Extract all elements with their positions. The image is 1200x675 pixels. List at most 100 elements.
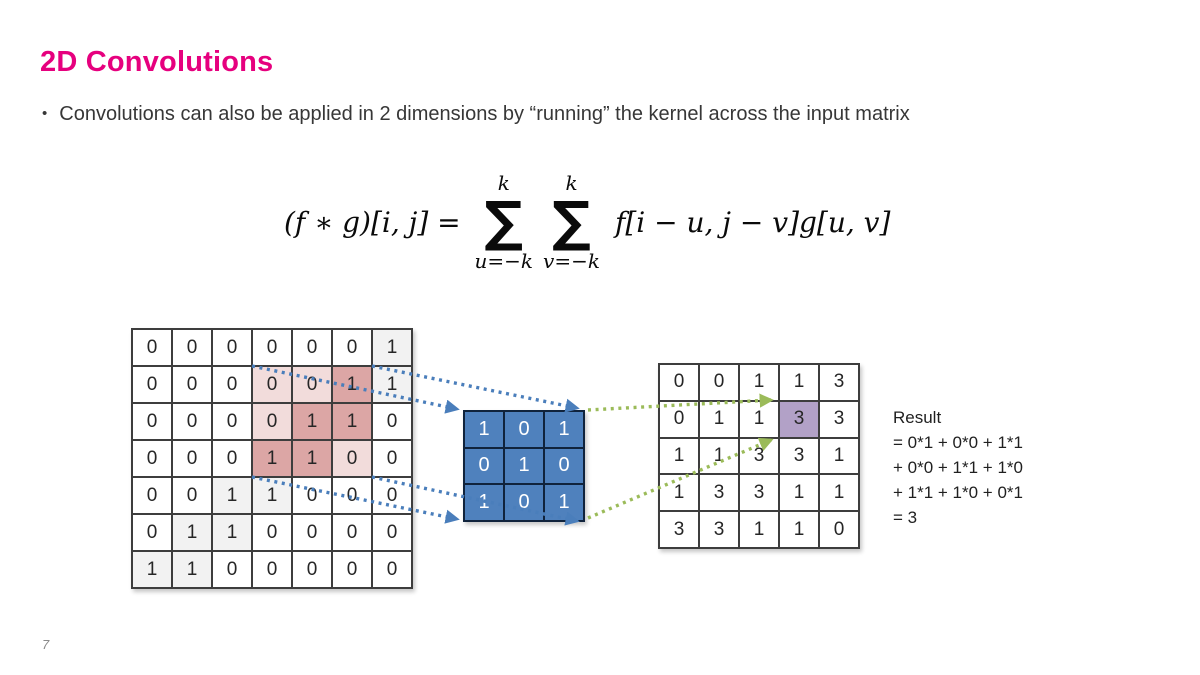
output-matrix-cell-r3c2: 3 xyxy=(739,474,779,512)
input-matrix-cell-r6c6: 0 xyxy=(372,551,412,588)
kernel-matrix-cell-r2c2: 1 xyxy=(544,484,584,521)
input-matrix-cell-r1c2: 0 xyxy=(212,366,252,403)
output-matrix-cell-r1c0: 0 xyxy=(659,400,699,438)
input-matrix-cell-r1c6: 1 xyxy=(372,366,412,403)
output-matrix-cell-r1c4: 3 xyxy=(819,400,859,438)
input-matrix-cell-r4c6: 0 xyxy=(372,477,412,514)
sum-lower-limit: v=−k xyxy=(543,249,600,273)
output-matrix-cell-r4c4: 0 xyxy=(819,511,859,548)
input-matrix-cell-r0c6: 1 xyxy=(372,329,412,366)
input-matrix-cell-r4c1: 0 xyxy=(172,477,212,514)
kernel-matrix-cell-r1c0: 0 xyxy=(464,447,504,485)
input-matrix-cell-r1c4: 0 xyxy=(292,366,332,403)
output-matrix-cell-r2c3: 3 xyxy=(779,437,819,475)
output-matrix-cell-r0c4: 3 xyxy=(819,364,859,401)
sum-upper-limit: k xyxy=(565,171,578,195)
input-matrix-cell-r2c0: 0 xyxy=(132,403,172,440)
input-matrix-cell-r5c2: 1 xyxy=(212,514,252,551)
input-matrix-cell-r4c4: 0 xyxy=(292,477,332,514)
output-matrix-cell-r2c2: 3 xyxy=(739,437,779,475)
kernel-matrix-cell-r1c1: 1 xyxy=(504,447,544,485)
input-matrix-cell-r6c3: 0 xyxy=(252,551,292,588)
output-matrix-cell-r2c1: 1 xyxy=(699,437,739,475)
input-matrix-cell-r3c3: 1 xyxy=(252,440,292,477)
input-matrix-cell-r3c1: 0 xyxy=(172,440,212,477)
input-matrix-cell-r5c0: 0 xyxy=(132,514,172,551)
kernel-matrix-cell-r1c2: 0 xyxy=(544,447,584,485)
formula-lhs: (f ∗ g)[i, j] = xyxy=(284,205,470,239)
input-matrix-cell-r5c4: 0 xyxy=(292,514,332,551)
page-title: 2D Convolutions xyxy=(40,46,274,78)
input-matrix-cell-r3c2: 0 xyxy=(212,440,252,477)
result-line: = 3 xyxy=(893,508,918,527)
kernel-matrix-cell-r2c1: 0 xyxy=(504,484,544,521)
output-matrix-cell-r1c2: 1 xyxy=(739,400,779,438)
input-matrix-cell-r1c1: 0 xyxy=(172,366,212,403)
input-matrix-cell-r6c0: 1 xyxy=(132,551,172,588)
bullet-marker: • xyxy=(42,105,48,122)
kernel-matrix-cell-r0c1: 0 xyxy=(504,411,544,448)
input-matrix-cell-r5c1: 1 xyxy=(172,514,212,551)
sigma-icon: ∑ xyxy=(484,190,524,253)
input-matrix-cell-r1c5: 1 xyxy=(332,366,372,403)
input-matrix-cell-r3c0: 0 xyxy=(132,440,172,477)
formula-sum-u: k ∑ u=−k xyxy=(475,172,534,272)
sigma-icon: ∑ xyxy=(552,190,591,253)
input-matrix-cell-r2c3: 0 xyxy=(252,403,292,440)
kernel-matrix-cell-r0c2: 1 xyxy=(544,411,584,448)
bullet-text: Convolutions can also be applied in 2 di… xyxy=(59,103,910,125)
input-matrix-cell-r1c3: 0 xyxy=(252,366,292,403)
result-line: + 0*0 + 1*1 + 1*0 xyxy=(893,458,1023,477)
input-matrix-cell-r3c5: 0 xyxy=(332,440,372,477)
input-matrix-cell-r2c5: 1 xyxy=(332,403,372,440)
input-matrix-cell-r0c1: 0 xyxy=(172,329,212,366)
input-matrix-cell-r2c6: 0 xyxy=(372,403,412,440)
input-matrix-cell-r4c5: 0 xyxy=(332,477,372,514)
input-matrix-cell-r4c2: 1 xyxy=(212,477,252,514)
input-matrix-cell-r0c4: 0 xyxy=(292,329,332,366)
result-text: Result = 0*1 + 0*0 + 1*1 + 0*0 + 1*1 + 1… xyxy=(893,405,1023,530)
formula-sum-v: k ∑ v=−k xyxy=(543,172,600,272)
formula-rhs: f[i − u, j − v]g[u, v] xyxy=(614,205,891,239)
input-matrix-cell-r6c2: 0 xyxy=(212,551,252,588)
result-line: = 0*1 + 0*0 + 1*1 xyxy=(893,433,1023,452)
input-matrix-cell-r2c4: 1 xyxy=(292,403,332,440)
input-matrix-cell-r0c3: 0 xyxy=(252,329,292,366)
input-matrix-cell-r6c4: 0 xyxy=(292,551,332,588)
page-number: 7 xyxy=(42,637,50,652)
input-matrix-cell-r2c2: 0 xyxy=(212,403,252,440)
input-matrix-cell-r3c6: 0 xyxy=(372,440,412,477)
input-matrix-cell-r0c0: 0 xyxy=(132,329,172,366)
kernel-matrix-cell-r2c0: 1 xyxy=(464,484,504,521)
input-matrix-cell-r6c1: 1 xyxy=(172,551,212,588)
output-matrix-cell-r0c1: 0 xyxy=(699,364,739,401)
sum-upper-limit: k xyxy=(497,171,510,195)
input-matrix-cell-r3c4: 1 xyxy=(292,440,332,477)
result-line: Result xyxy=(893,408,942,427)
input-matrix-cell-r6c5: 0 xyxy=(332,551,372,588)
input-matrix-cell-r5c3: 0 xyxy=(252,514,292,551)
output-matrix-cell-r1c1: 1 xyxy=(699,400,739,438)
input-matrix-cell-r1c0: 0 xyxy=(132,366,172,403)
output-matrix-cell-r2c4: 1 xyxy=(819,437,859,475)
output-matrix-cell-r3c1: 3 xyxy=(699,474,739,512)
input-matrix-cell-r5c6: 0 xyxy=(372,514,412,551)
output-matrix-cell-r4c1: 3 xyxy=(699,511,739,548)
output-matrix-cell-r0c3: 1 xyxy=(779,364,819,401)
output-matrix-cell-r0c0: 0 xyxy=(659,364,699,401)
input-matrix-cell-r5c5: 0 xyxy=(332,514,372,551)
input-matrix-cell-r4c0: 0 xyxy=(132,477,172,514)
output-matrix-cell-r4c3: 1 xyxy=(779,511,819,548)
output-matrix-cell-r4c2: 1 xyxy=(739,511,779,548)
result-line: + 1*1 + 1*0 + 0*1 xyxy=(893,483,1023,502)
output-matrix-cell-r3c3: 1 xyxy=(779,474,819,512)
kernel-matrix-cell-r0c0: 1 xyxy=(464,411,504,448)
convolution-formula: (f ∗ g)[i, j] = k ∑ u=−k k ∑ v=−k f[i − … xyxy=(284,172,890,272)
output-matrix-cell-r4c0: 3 xyxy=(659,511,699,548)
input-matrix-cell-r0c5: 0 xyxy=(332,329,372,366)
output-matrix-cell-r0c2: 1 xyxy=(739,364,779,401)
